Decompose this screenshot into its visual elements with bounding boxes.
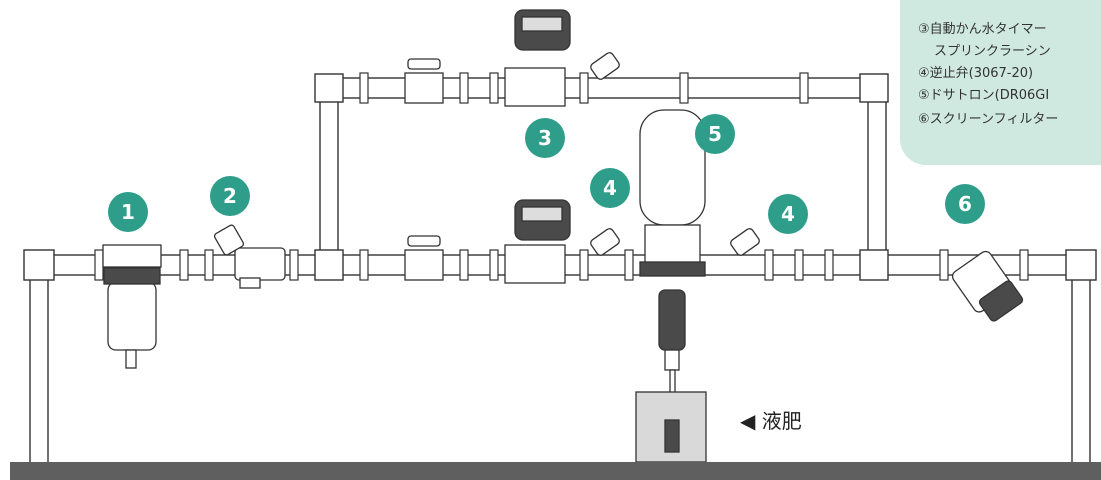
elbow — [1065, 249, 1097, 281]
dosatron-tip — [664, 349, 680, 371]
legend-item-sprinkler: スプリンクラーシン — [934, 44, 1051, 59]
check-valve — [590, 52, 620, 80]
check-valve — [730, 228, 760, 256]
y-filter-body — [234, 247, 286, 281]
suction-strainer — [664, 419, 680, 453]
badge-5: 5 — [695, 114, 735, 154]
badge-4-left: 4 — [590, 168, 630, 208]
filter-drain — [125, 349, 137, 369]
legend-item-check-valve: ④逆止弁(3067-20) — [918, 66, 1034, 81]
ball-valve-handle — [407, 235, 441, 247]
badge-1: 1 — [108, 192, 148, 232]
badge-4-right: 4 — [768, 194, 808, 234]
coupling — [359, 249, 369, 281]
coupling — [794, 249, 804, 281]
coupling — [179, 249, 189, 281]
elbow — [314, 249, 344, 281]
dosatron-injector — [658, 289, 686, 351]
legend-panel: ③自動かん水タイマー スプリンクラーシン ④逆止弁(3067-20) ⑤ドサトロ… — [900, 0, 1101, 165]
badge-3: 3 — [525, 118, 565, 158]
coupling — [489, 249, 499, 281]
ground — [10, 462, 1101, 480]
coupling — [799, 72, 809, 104]
bypass-right-riser — [867, 77, 887, 264]
coupling — [204, 249, 214, 281]
coupling — [1019, 249, 1029, 281]
badge-6: 6 — [945, 184, 985, 224]
timer-screen — [521, 206, 563, 222]
coupling — [764, 249, 774, 281]
elbow — [314, 73, 344, 103]
legend-item-dosatron: ⑤ドサトロン(DR06GI — [918, 88, 1050, 103]
coupling — [359, 72, 369, 104]
coupling — [624, 249, 634, 281]
check-valve — [590, 228, 620, 256]
ball-valve-handle — [407, 58, 441, 70]
dosatron-ring — [639, 261, 706, 277]
coupling — [459, 72, 469, 104]
bypass-left-riser — [319, 77, 339, 264]
liquid-fertilizer-label: ◀ 液肥 — [740, 409, 802, 433]
angle-filter-cap — [978, 280, 1024, 322]
coupling — [939, 249, 949, 281]
y-filter-branch — [213, 224, 245, 256]
coupling — [679, 72, 689, 104]
timer-screen — [521, 16, 563, 32]
y-filter-drain — [239, 277, 261, 289]
elbow — [859, 73, 889, 103]
coupling — [579, 249, 589, 281]
coupling — [289, 249, 299, 281]
ball-valve-body — [404, 249, 444, 281]
filter-bowl — [107, 281, 157, 351]
right-leg — [1071, 254, 1091, 466]
filter-head — [102, 244, 162, 268]
elbow — [23, 249, 55, 281]
coupling — [94, 249, 104, 281]
timer-valve-body — [504, 244, 566, 284]
legend-item-timer: ③自動かん水タイマー — [918, 22, 1047, 37]
coupling — [459, 249, 469, 281]
badge-2: 2 — [210, 176, 250, 216]
filter-ring — [103, 267, 161, 285]
timer-valve-body — [504, 67, 566, 107]
legend-item-screen-filter: ⑥スクリーンフィルター — [918, 112, 1059, 127]
coupling — [579, 72, 589, 104]
elbow — [859, 249, 889, 281]
left-leg — [29, 254, 49, 466]
ball-valve-body — [404, 72, 444, 104]
coupling — [824, 249, 834, 281]
coupling — [489, 72, 499, 104]
